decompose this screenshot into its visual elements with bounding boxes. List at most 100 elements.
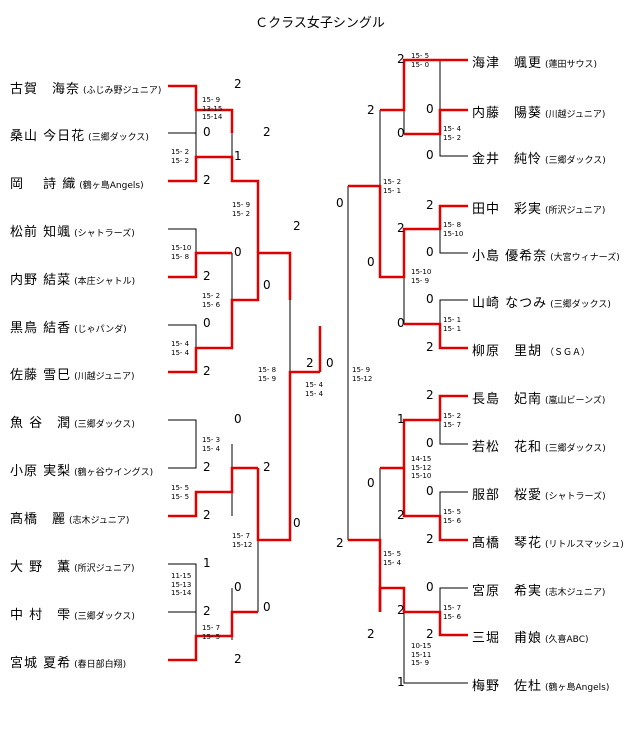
left-player-1: 古賀 海奈(ふじみ野ジュニア) [10,82,162,97]
left-player-5: 内野 結菜(本庄シャトル) [10,273,136,288]
right-player-6: 山崎 なつみ(三郷ダックス) [472,296,611,311]
left-r1-score: 1 [203,556,211,570]
left-player-12: 中 村 雫(三郷ダックス) [10,608,135,623]
match-games: 15-10 15- 9 [411,268,432,285]
left-player-9: 小原 実梨(鶴ヶ谷ウイングス) [10,464,154,479]
left-r3-score: 0 [293,516,301,530]
match-games: 15-10 15- 8 [171,244,192,261]
right-player-12: 宮原 希実(志木ジュニア) [472,584,606,599]
right-player-8: 長島 妃南(嵐山ビーンズ) [472,392,606,407]
right-r1-score: 0 [397,126,405,140]
match-games: 15- 7 15- 5 [202,624,221,641]
match-games: 14-15 15-12 15-10 [411,455,432,480]
match-games: 15- 9 13-15 15-14 [202,96,223,121]
match-games: 15- 4 15- 4 [305,381,324,398]
right-r1-score: 0 [426,148,434,162]
right-player-7: 柳原 里胡（ＳＧＡ） [472,344,591,359]
right-r1-score: 0 [426,484,434,498]
left-player-8: 魚 谷 潤(三郷ダックス) [10,416,135,431]
right-r1-score: 2 [426,532,434,546]
right-r2-score: 0 [367,476,375,490]
left-r1-score: 2 [234,652,242,666]
right-r2-score: 2 [367,103,375,117]
match-games: 10-15 15-11 15- 9 [411,642,432,667]
right-r1-score: 2 [426,198,434,212]
left-r1-score: 0 [203,316,211,330]
right-player-5: 小島 優希奈(大宮ウィナーズ) [472,249,620,264]
final-score-left: 2 [306,356,314,370]
match-games: 15- 4 15- 2 [443,125,462,142]
right-r1-score: 2 [397,52,405,66]
match-games: 15- 5 15- 5 [171,484,190,501]
right-r1-score: 2 [397,603,405,617]
match-games: 15- 3 15- 4 [202,436,221,453]
match-games: 11-15 15-13 15-14 [171,572,192,597]
final-score-right: 0 [326,356,334,370]
right-r1-score: 2 [426,340,434,354]
left-r1-score: 0 [234,412,242,426]
right-r2-score: 0 [367,255,375,269]
left-r1-score: 0 [234,245,242,259]
left-r1-score: 0 [203,125,211,139]
left-player-10: 髙橋 麗(志木ジュニア) [10,512,130,527]
match-games: 15- 2 15- 6 [202,292,221,309]
right-player-13: 三堀 甫娘(久喜ABC) [472,631,589,646]
left-r1-score: 0 [234,580,242,594]
left-player-11: 大 野 薫(所沢ジュニア) [10,560,135,575]
left-r1-score: 2 [203,508,211,522]
right-player-9: 若松 花和(三郷ダックス) [472,440,606,455]
match-games: 15- 5 15- 0 [411,52,430,69]
right-player-10: 服部 桜愛(シャトラーズ) [472,488,606,503]
left-r2-score: 2 [263,460,271,474]
left-r1-score: 2 [203,460,211,474]
match-games: 15- 5 15- 6 [443,508,462,525]
left-player-3: 岡 詩 織(鶴ヶ島Angels) [10,177,144,192]
right-r1-score: 0 [426,102,434,116]
left-r1-score: 2 [203,173,211,187]
right-player-3: 金井 純怜(三郷ダックス) [472,152,606,167]
left-r2-score: 0 [263,600,271,614]
right-r1-score: 2 [397,508,405,522]
left-player-4: 松前 知颯(シャトラーズ) [10,225,135,240]
right-r1-score: 0 [426,580,434,594]
left-player-6: 黒鳥 結香(じゃパンダ) [10,321,127,336]
match-games: 15- 4 15- 4 [171,340,190,357]
left-r1-score: 1 [234,149,242,163]
bracket-title: Ｃクラス女子シングル [255,16,385,31]
right-player-14: 梅野 佐杜(鶴ヶ島Angels) [472,679,610,694]
right-r3-score: 2 [336,536,344,550]
match-games: 15- 8 15-10 [443,221,464,238]
right-r1-score: 2 [426,627,434,641]
match-games: 15- 2 15- 2 [171,148,190,165]
left-r1-score: 2 [203,364,211,378]
match-games: 15- 7 15- 6 [443,604,462,621]
right-r1-score: 0 [397,316,405,330]
right-r1-score: 1 [397,412,405,426]
left-player-13: 宮城 夏希(春日部白翔) [10,656,127,671]
right-r2-score: 2 [367,627,375,641]
match-games: 15- 8 15- 9 [258,366,277,383]
left-player-2: 桑山 今日花(三郷ダックス) [10,129,149,144]
left-r2-score: 2 [263,125,271,139]
right-player-4: 田中 彩実(所沢ジュニア) [472,202,606,217]
match-games: 15- 9 15- 2 [232,201,251,218]
match-games: 15- 7 15-12 [232,532,253,549]
left-r1-score: 2 [203,604,211,618]
right-player-11: 髙橋 琴花(リトルスマッシュ) [472,536,624,551]
right-r1-score: 0 [426,436,434,450]
left-r1-score: 2 [234,77,242,91]
left-r2-score: 0 [263,278,271,292]
right-r1-score: 0 [426,292,434,306]
left-r1-score: 2 [203,269,211,283]
left-player-7: 佐藤 雪巳(川越ジュニア) [10,368,135,383]
left-r3-score: 2 [293,219,301,233]
match-games: 15- 5 15- 4 [383,550,402,567]
right-player-1: 海津 颯更(蓮田サウス) [472,56,598,71]
match-games: 15- 1 15- 1 [443,316,462,333]
match-games: 15- 2 15- 1 [383,178,402,195]
right-r1-score: 2 [397,221,405,235]
right-player-2: 内藤 陽葵(川越ジュニア) [472,106,606,121]
right-r3-score: 0 [336,196,344,210]
